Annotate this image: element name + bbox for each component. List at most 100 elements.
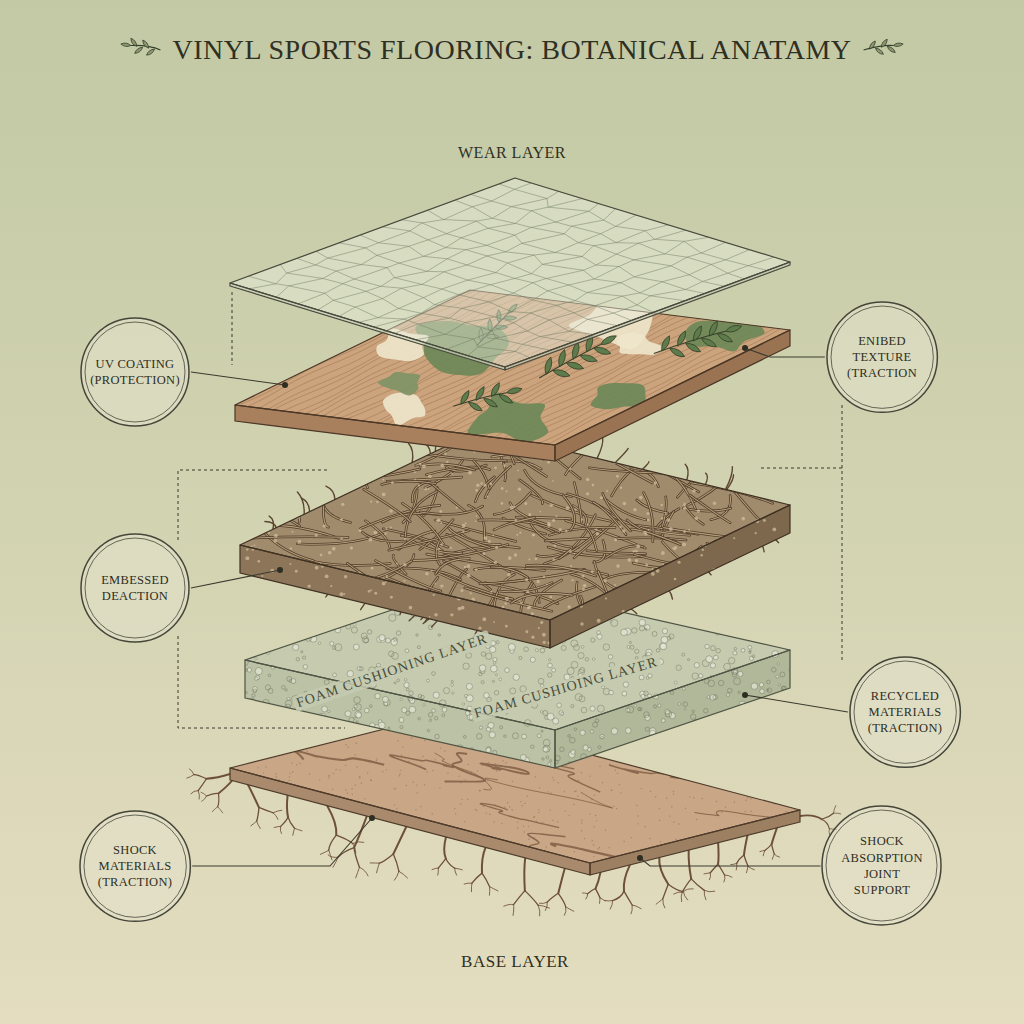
root-system bbox=[772, 844, 775, 854]
base-layer bbox=[370, 779, 371, 780]
base-layer bbox=[492, 767, 493, 768]
foam-layer bbox=[229, 619, 231, 621]
foam-layer bbox=[559, 711, 564, 716]
foam-layer bbox=[784, 611, 790, 617]
foam-layer bbox=[534, 772, 541, 779]
root-system bbox=[438, 859, 445, 868]
foam-layer bbox=[698, 723, 700, 725]
fiber-layer bbox=[270, 657, 274, 661]
fiber-layer bbox=[775, 484, 778, 487]
foam-layer bbox=[239, 756, 243, 760]
fiber-layer bbox=[314, 475, 317, 478]
fiber-layer bbox=[286, 461, 288, 463]
fiber-layer bbox=[508, 556, 512, 560]
foam-layer bbox=[363, 608, 366, 611]
foam-layer bbox=[318, 642, 321, 645]
fiber-strands bbox=[615, 448, 628, 462]
fiber-layer bbox=[256, 648, 259, 651]
foam-layer bbox=[711, 749, 714, 752]
foam-layer bbox=[393, 637, 397, 641]
foam-layer bbox=[292, 607, 296, 611]
foam-layer bbox=[253, 689, 257, 693]
foam-layer bbox=[424, 750, 427, 753]
base-layer bbox=[484, 779, 485, 780]
foam-layer bbox=[396, 631, 401, 636]
fiber-layer bbox=[423, 577, 438, 609]
base-layer bbox=[550, 793, 551, 794]
fiber-layer bbox=[428, 488, 430, 490]
foam-layer bbox=[560, 747, 565, 752]
foam-layer bbox=[573, 644, 579, 650]
root-system bbox=[393, 827, 406, 854]
fiber-layer bbox=[591, 630, 595, 634]
foam-layer bbox=[787, 590, 791, 594]
fiber-layer bbox=[270, 466, 273, 469]
fiber-layer bbox=[554, 544, 556, 546]
root-system bbox=[504, 904, 514, 906]
foam-layer bbox=[250, 759, 255, 764]
foam-layer bbox=[269, 591, 273, 595]
fiber-layer bbox=[764, 611, 766, 613]
foam-layer bbox=[331, 731, 336, 736]
foam-layer bbox=[407, 743, 410, 746]
fiber-layer bbox=[309, 577, 367, 586]
foam-layer bbox=[345, 711, 351, 717]
fiber-layer bbox=[525, 578, 528, 581]
foam-layer bbox=[578, 652, 584, 658]
foam-layer bbox=[437, 757, 444, 764]
foam-layer bbox=[262, 644, 266, 648]
fiber-layer bbox=[794, 603, 796, 605]
fiber-layer bbox=[248, 632, 251, 635]
fiber-layer bbox=[408, 586, 412, 609]
fiber-layer bbox=[422, 464, 426, 468]
foam-layer bbox=[236, 678, 241, 683]
foam-layer bbox=[404, 678, 407, 681]
fiber-layer bbox=[302, 433, 306, 437]
foam-layer bbox=[642, 753, 648, 759]
foam-layer bbox=[579, 696, 585, 702]
fiber-layer bbox=[662, 542, 696, 573]
base-layer bbox=[289, 773, 290, 774]
foam-layer bbox=[392, 653, 399, 660]
fiber-layer bbox=[530, 523, 571, 547]
foam-layer bbox=[719, 610, 724, 615]
foam-layer bbox=[659, 758, 664, 763]
fiber-layer bbox=[684, 504, 704, 524]
foam-layer bbox=[364, 708, 369, 713]
foam-layer bbox=[710, 646, 715, 651]
foam-layer bbox=[644, 691, 649, 696]
foam-layer bbox=[265, 614, 269, 618]
foam-layer bbox=[404, 735, 407, 738]
fiber-layer bbox=[391, 621, 393, 623]
base-layer bbox=[345, 765, 346, 766]
fiber-layer bbox=[363, 594, 423, 596]
fiber-layer bbox=[775, 596, 779, 600]
foam-layer bbox=[287, 697, 290, 700]
fiber-strands bbox=[302, 498, 310, 512]
base-layer bbox=[427, 771, 428, 772]
base-layer bbox=[335, 769, 336, 770]
root-system bbox=[281, 817, 288, 826]
foam-layer bbox=[738, 754, 745, 761]
foam-layer bbox=[435, 717, 438, 720]
foam-layer bbox=[406, 711, 410, 715]
fiber-layer bbox=[667, 518, 671, 522]
foam-layer bbox=[250, 716, 257, 723]
fiber-layer bbox=[690, 483, 772, 503]
foam-layer bbox=[354, 705, 357, 708]
base-layer bbox=[257, 767, 258, 768]
base-layer bbox=[693, 797, 694, 798]
foam-layer bbox=[386, 638, 391, 643]
fiber-layer bbox=[431, 570, 433, 572]
foam-layer bbox=[540, 648, 545, 653]
foam-layer bbox=[794, 659, 799, 664]
root-system bbox=[257, 821, 261, 828]
fiber-layer bbox=[420, 506, 482, 514]
fiber-layer bbox=[544, 587, 595, 608]
foam-layer bbox=[650, 770, 657, 777]
foam-layer bbox=[306, 718, 313, 725]
root-system bbox=[489, 887, 490, 896]
fiber-layer bbox=[593, 450, 653, 483]
foam-layer bbox=[342, 775, 344, 777]
foam-layer bbox=[300, 745, 304, 749]
